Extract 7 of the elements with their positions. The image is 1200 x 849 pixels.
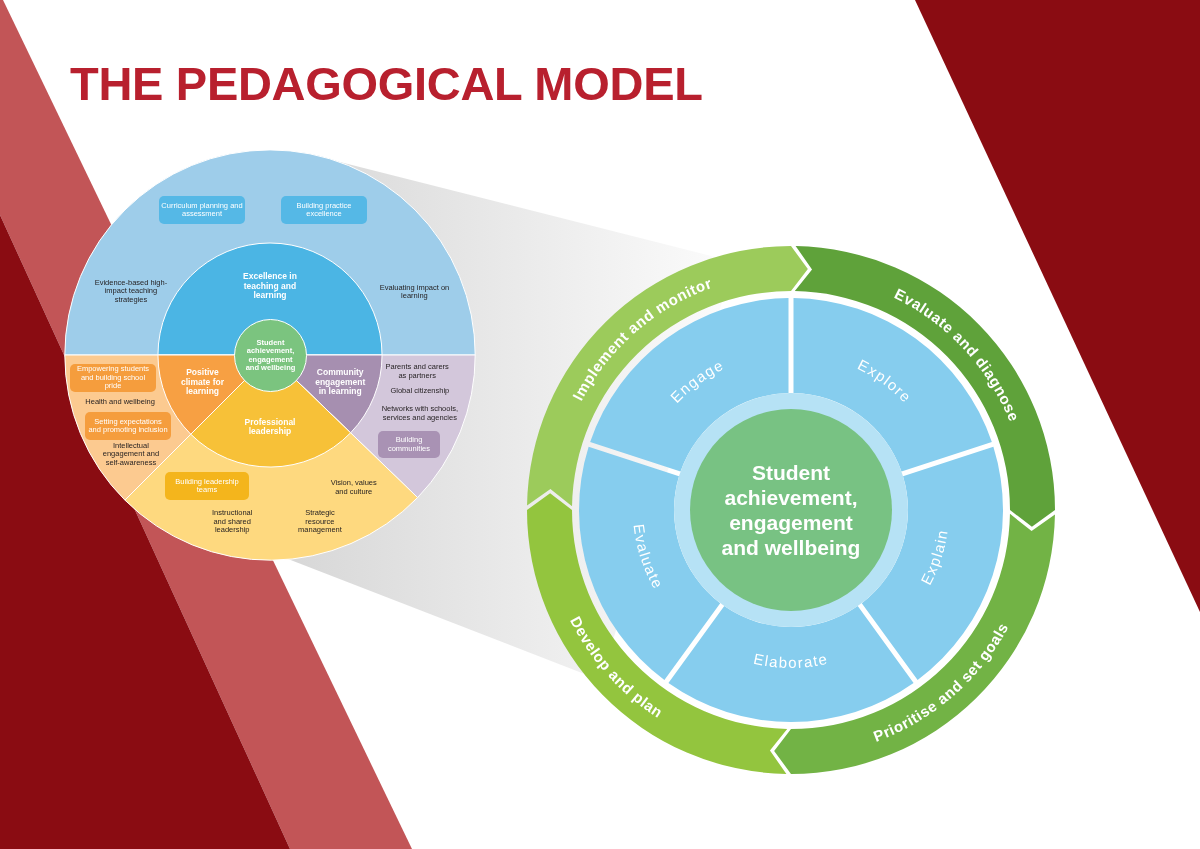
sector-title: Excellence in teaching and learning — [242, 271, 298, 301]
sector-title: Professional leadership — [243, 417, 297, 437]
sector-title: Positive climate for learning — [180, 367, 225, 397]
page-title: THE PEDAGOGICAL MODEL — [70, 60, 703, 107]
sector-title: Community engagement in learning — [314, 367, 367, 397]
center-label: Student achievement, engagement and wellbeing — [720, 460, 862, 560]
segment-label: Elaborate — [752, 649, 830, 672]
